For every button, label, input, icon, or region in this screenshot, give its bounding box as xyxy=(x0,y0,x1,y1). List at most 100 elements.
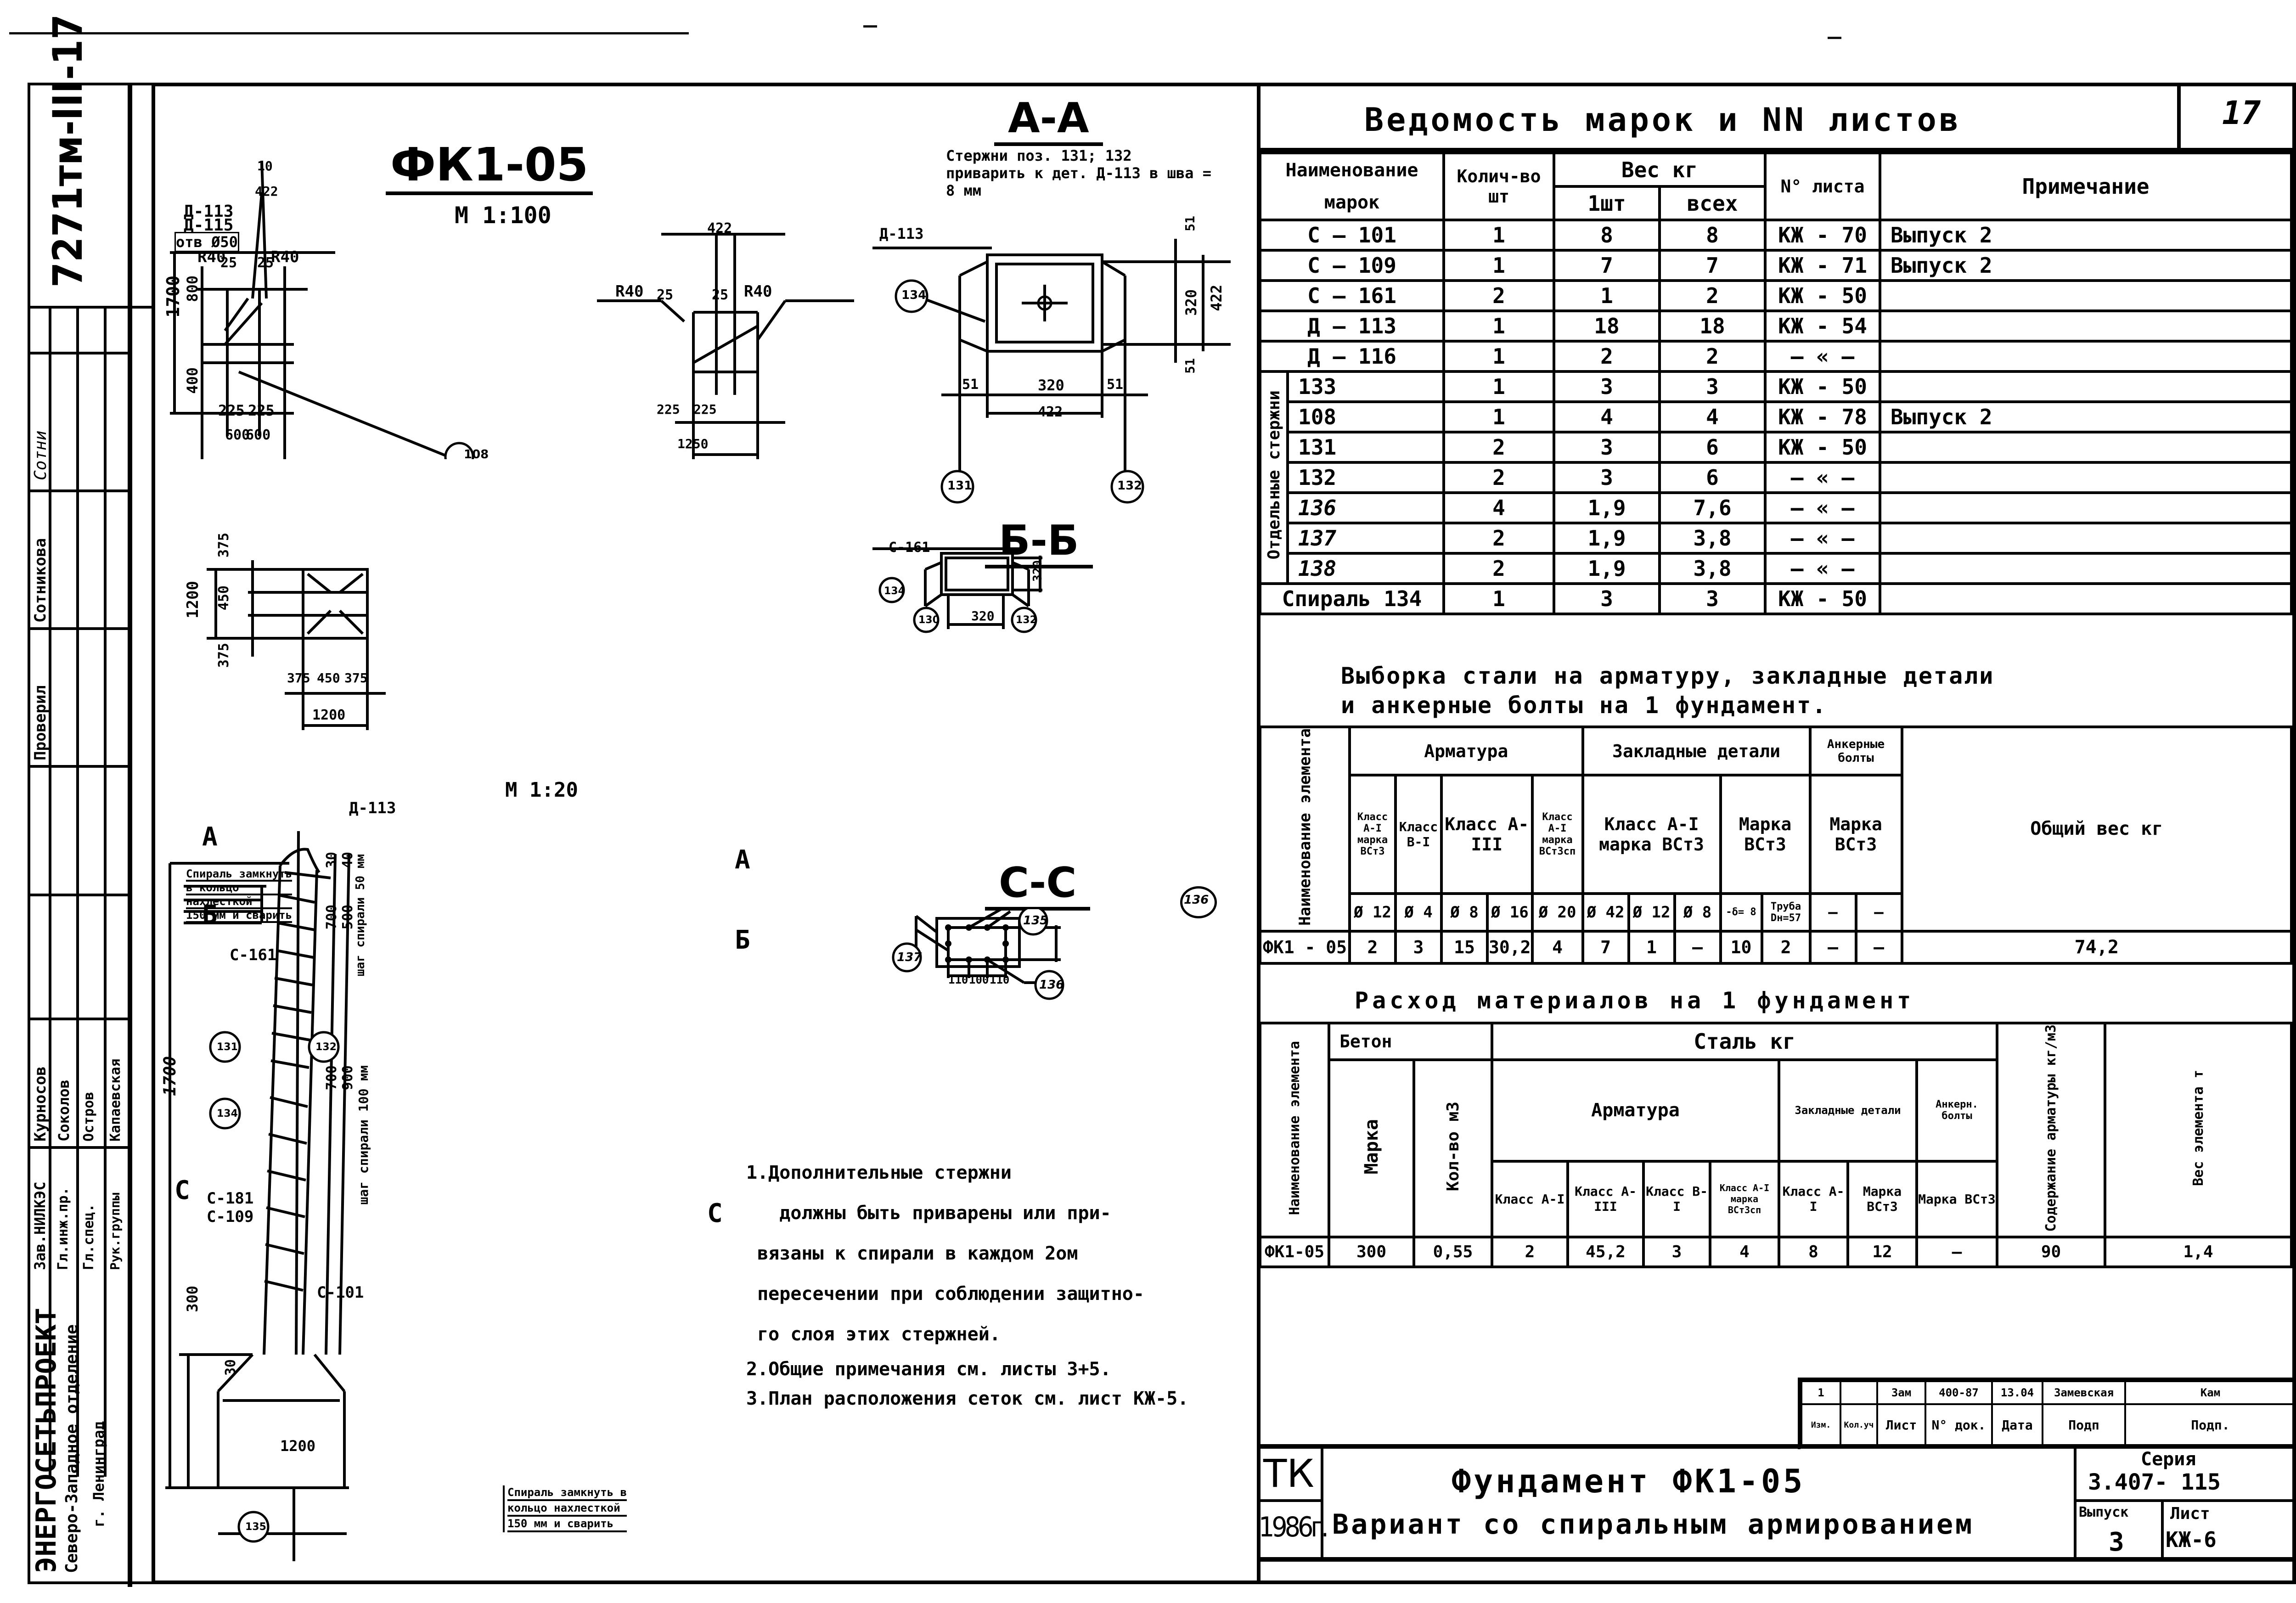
divider xyxy=(30,1018,131,1020)
elevation-label: Д-113 xyxy=(349,799,396,817)
strip-name: Курносов xyxy=(31,1066,50,1142)
cell-qty: 1 xyxy=(1442,582,1555,615)
section-cc-drawing xyxy=(892,909,1064,1000)
revision-header: Дата xyxy=(1991,1403,2043,1446)
callout-circle xyxy=(209,1031,241,1063)
strip-name: Соколов xyxy=(55,1080,73,1142)
callout: 131 xyxy=(217,1041,238,1053)
year: 1986г. xyxy=(1259,1511,1329,1543)
cell-note xyxy=(1879,522,2293,555)
divider xyxy=(30,489,131,492)
side-view-drawing xyxy=(597,233,854,459)
cell-value: 1 xyxy=(1627,929,1676,965)
col-header-grade-text: Марка xyxy=(1361,1119,1382,1174)
cell-sheet: КЖ - 50 xyxy=(1764,370,1881,403)
cell-w1: 4 xyxy=(1553,400,1661,433)
subgroup-rebar: Арматура xyxy=(1491,1058,1780,1163)
diameter-cell: Труба Dн=57 xyxy=(1760,892,1812,933)
group-steel: Сталь кг xyxy=(1491,1022,1998,1061)
org-code: ТК xyxy=(1263,1451,1314,1496)
cell-wall: 18 xyxy=(1658,309,1767,343)
general-notes: 1.Дополнительные стержни должны быть при… xyxy=(746,1153,1188,1413)
note-line: пересечении при соблюдении защитно- xyxy=(746,1283,1144,1305)
cell-note xyxy=(1879,279,2293,312)
cell-qty: 1 xyxy=(1442,309,1555,343)
cell-sheet: КЖ - 78 xyxy=(1764,400,1881,433)
dim-label: 375 xyxy=(344,670,368,686)
materials-table-title: Расход материалов на 1 фундамент xyxy=(1355,987,1915,1014)
dim-label: 100 xyxy=(969,973,989,986)
dim-label: 375 xyxy=(216,643,232,668)
cell-w1: 1,9 xyxy=(1553,491,1661,524)
note-line: должны быть приварены или при- xyxy=(746,1203,1111,1224)
materials-table: Наименование элемента Бетон Сталь кг Сод… xyxy=(1259,1022,2293,1268)
drawing-title-1: Фундамент ФК1-05 xyxy=(1452,1462,1806,1500)
spiral-pitch-bottom: шаг спирали 100 мм xyxy=(356,1065,371,1205)
cell-wall: 6 xyxy=(1658,461,1767,494)
top-rule-dash xyxy=(1828,37,1841,39)
cell-qty: 2 xyxy=(1442,522,1555,555)
dim-label: 600 xyxy=(246,427,271,443)
cell-total: 74,2 xyxy=(1900,929,2293,965)
series-value: 3.407- 115 xyxy=(2088,1469,2221,1495)
callout-circle xyxy=(209,1097,241,1130)
dim-label: 422 xyxy=(1038,404,1063,420)
marks-table-title-row: Ведомость марок и NN листов 17 xyxy=(1259,83,2296,152)
cell-name: Д — 113 xyxy=(1259,309,1445,343)
cell-weight: 1,4 xyxy=(2104,1235,2293,1268)
col-header-element-text: Наименование элемента xyxy=(1286,1041,1303,1215)
revision-header: Подп. xyxy=(2124,1403,2296,1446)
cell-name: 133 xyxy=(1286,370,1445,403)
dim-label: R40 xyxy=(615,282,644,301)
diameter-cell: Ø 8 xyxy=(1440,892,1489,933)
cell-sheet: КЖ - 54 xyxy=(1764,309,1881,343)
group-label-cell: Отдельные стержни xyxy=(1259,370,1289,585)
cell-qty: 1 xyxy=(1442,219,1555,252)
col-header-name: Наименование марок xyxy=(1259,152,1445,221)
cell-note: Выпуск 2 xyxy=(1879,219,2293,252)
strip-role: Зав.НИЛКЭС xyxy=(31,1181,49,1270)
dim-label: 422 xyxy=(707,220,732,236)
elevation-drawing xyxy=(165,831,350,1561)
cell-w1: 3 xyxy=(1553,582,1661,615)
cell-steel: 4 xyxy=(1709,1235,1780,1268)
strip-name: Остров xyxy=(81,1091,97,1142)
cell-qty: 4 xyxy=(1442,491,1555,524)
revision-header: Подп xyxy=(2042,1403,2126,1446)
cell-qty: 2 xyxy=(1442,431,1555,464)
dim-label: 25 xyxy=(220,255,237,271)
issue-value: 3 xyxy=(2109,1527,2124,1557)
dim-label: 1700 xyxy=(163,276,183,318)
callout: 132 xyxy=(1016,614,1037,626)
callout: 136 xyxy=(1039,978,1064,992)
year-cell: 1986г. xyxy=(1259,1502,1329,1557)
sheet-cell: Лист КЖ-6 xyxy=(2161,1502,2296,1557)
revision-cell: 1 xyxy=(1801,1380,1841,1405)
diameter-cell: — xyxy=(1854,892,1903,933)
divider xyxy=(30,306,152,309)
dim-label: 375 xyxy=(287,670,310,686)
cell-qty: 1 xyxy=(1442,370,1555,403)
cell-name: 108 xyxy=(1286,400,1445,433)
callout: 134 xyxy=(217,1108,238,1119)
cell-note xyxy=(1879,582,2293,615)
cell-value: 2 xyxy=(1348,929,1397,965)
cell-w1: 7 xyxy=(1553,249,1661,282)
drawing-title-2: Вариант со спиральным армированием xyxy=(1332,1508,1975,1541)
section-aa-drawing xyxy=(872,239,1231,504)
dim-label: 700 xyxy=(324,1065,340,1091)
revision-header: N° док. xyxy=(1925,1403,1993,1446)
col-header-weight: Вес кг xyxy=(1553,152,1767,188)
section-mark: Б xyxy=(735,925,750,955)
dim-label: 10 xyxy=(257,158,273,174)
cell-qty: 2 xyxy=(1442,552,1555,585)
dim-label: 800 xyxy=(184,276,201,302)
cell-name: С — 101 xyxy=(1259,219,1445,252)
spiral-note-top: Спираль замкнуть в кольцо нахлесткой 150… xyxy=(186,868,293,923)
class-header: Марка ВСт3 xyxy=(1808,774,1903,895)
callout: 136 xyxy=(1184,893,1209,907)
note-line: го слоя этих стержней. xyxy=(746,1324,1001,1345)
